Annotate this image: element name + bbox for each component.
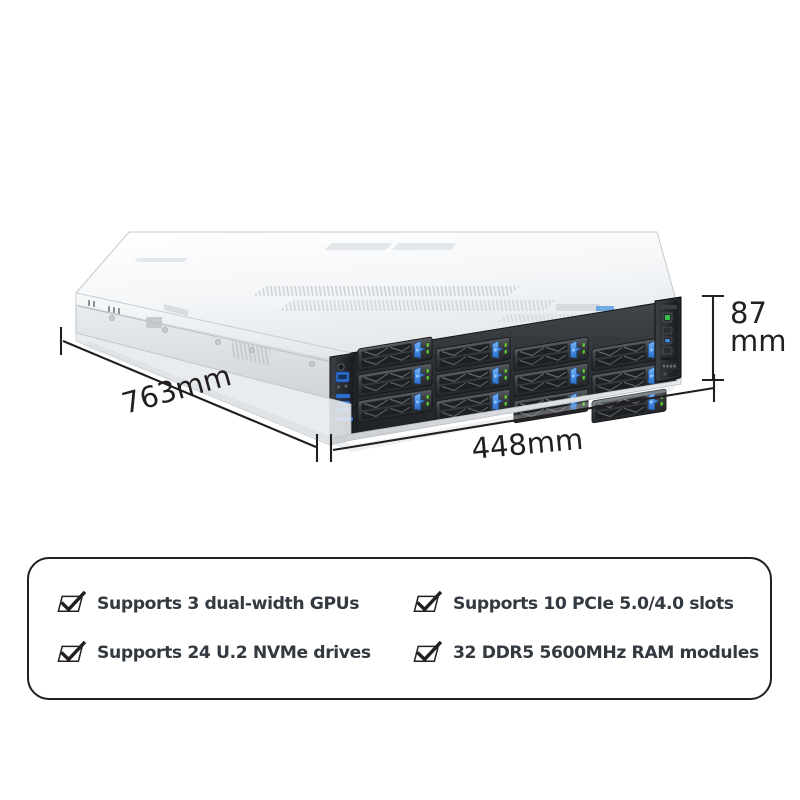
- feature-label: 32 DDR5 5600MHz RAM modules: [453, 643, 759, 664]
- feature-label: Supports 24 U.2 NVMe drives: [97, 643, 371, 664]
- check-box-icon: [57, 591, 87, 616]
- feature-item-gpus: Supports 3 dual-width GPUs: [57, 581, 413, 627]
- feature-item-pcie: Supports 10 PCIe 5.0/4.0 slots: [413, 581, 770, 627]
- check-box-icon: [413, 591, 443, 616]
- feature-list: Supports 3 dual-width GPUs Supports 10 P…: [29, 559, 770, 698]
- server-product-illustration: [59, 231, 724, 462]
- dimension-height-unit: mm: [730, 323, 787, 358]
- check-box-icon: [413, 640, 443, 666]
- product-image-stage: 763mm 448mm 87 mm: [59, 231, 787, 466]
- dimension-height-label: 87 mm: [730, 296, 787, 358]
- check-box-icon: [57, 640, 87, 666]
- dimension-height-value: 87: [730, 296, 767, 330]
- feature-item-ram: 32 DDR5 5600MHz RAM modules: [413, 631, 770, 677]
- feature-label: Supports 10 PCIe 5.0/4.0 slots: [453, 593, 734, 614]
- feature-label: Supports 3 dual-width GPUs: [97, 593, 360, 614]
- feature-highlights-panel: Supports 3 dual-width GPUs Supports 10 P…: [27, 557, 772, 700]
- feature-item-nvme: Supports 24 U.2 NVMe drives: [57, 631, 413, 677]
